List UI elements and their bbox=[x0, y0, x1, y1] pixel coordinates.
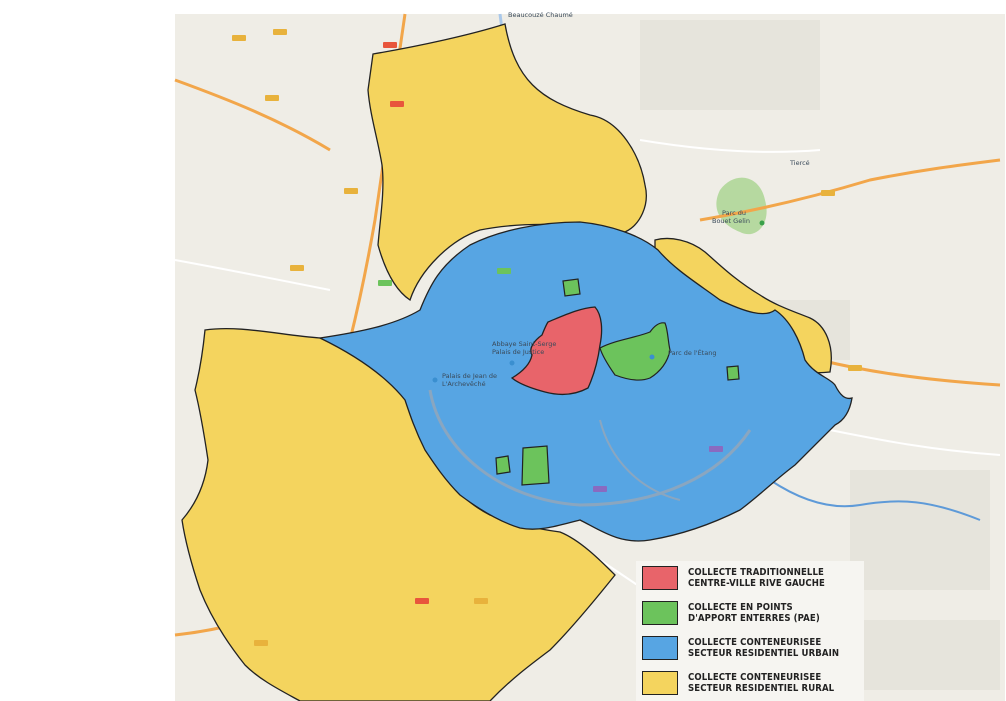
pae-zone-4 bbox=[521, 445, 550, 486]
legend-swatch-center bbox=[642, 566, 678, 590]
place-label-west-1: Palais de Jean de bbox=[442, 372, 497, 380]
place-label-northeast-1: Parc du bbox=[722, 209, 746, 217]
legend-label-line: COLLECTE TRADITIONNELLE bbox=[688, 567, 824, 578]
place-label-far-east: Tiercé bbox=[789, 159, 810, 167]
place-label-east: Parc de l'Étang bbox=[668, 348, 716, 357]
pin-center bbox=[509, 360, 515, 366]
map-pins bbox=[432, 220, 765, 383]
pin-east bbox=[649, 354, 655, 360]
legend-label-line: SECTEUR RESIDENTIEL RURAL bbox=[688, 683, 835, 694]
legend-swatch-rural bbox=[642, 671, 678, 695]
pae-zone-3 bbox=[726, 365, 740, 381]
legend-label-line: CENTRE-VILLE RIVE GAUCHE bbox=[688, 578, 826, 589]
legend-item-urban: COLLECTE CONTENEURISEE SECTEUR RESIDENTI… bbox=[636, 631, 864, 665]
legend-label-rural: COLLECTE CONTENEURISEE SECTEUR RESIDENTI… bbox=[688, 672, 863, 694]
legend-swatch-pae bbox=[642, 601, 678, 625]
place-label-center-2: Palais de Justice bbox=[492, 348, 544, 356]
legend-label-line: D'APPORT ENTERRES (PAE) bbox=[688, 613, 820, 624]
legend-swatch-urban bbox=[642, 636, 678, 660]
legend-label-pae: COLLECTE EN POINTS D'APPORT ENTERRES (PA… bbox=[688, 602, 863, 624]
place-label-northeast-2: Bouet Gelin bbox=[712, 217, 750, 225]
legend-label-line: COLLECTE CONTENEURISEE bbox=[688, 637, 822, 648]
pae-zone-1 bbox=[562, 278, 581, 297]
legend-item-pae: COLLECTE EN POINTS D'APPORT ENTERRES (PA… bbox=[636, 596, 864, 630]
base-map-details bbox=[640, 20, 1000, 690]
ring-road bbox=[428, 389, 752, 507]
pae-zone-2 bbox=[599, 322, 671, 381]
legend-label-urban: COLLECTE CONTENEURISEE SECTEUR RESIDENTI… bbox=[688, 637, 863, 659]
pae-zones[interactable] bbox=[495, 278, 740, 486]
center-zone[interactable] bbox=[510, 306, 603, 395]
pae-zone-5 bbox=[495, 455, 511, 475]
pin-northeast bbox=[759, 220, 765, 226]
place-label-north: Beaucouzé Chaumé bbox=[508, 11, 573, 19]
legend-item-center: COLLECTE TRADITIONNELLE CENTRE-VILLE RIV… bbox=[636, 561, 864, 595]
map-legend: COLLECTE TRADITIONNELLE CENTRE-VILLE RIV… bbox=[636, 561, 864, 701]
highway bbox=[599, 419, 681, 501]
legend-item-rural: COLLECTE CONTENEURISEE SECTEUR RESIDENTI… bbox=[636, 666, 864, 700]
river-east bbox=[769, 479, 981, 521]
legend-label-center: COLLECTE TRADITIONNELLE CENTRE-VILLE RIV… bbox=[688, 567, 863, 589]
forest-area bbox=[716, 177, 767, 235]
road-badges bbox=[232, 29, 862, 646]
legend-label-line: COLLECTE CONTENEURISEE bbox=[688, 672, 822, 683]
place-label-west-2: L'Archevêché bbox=[442, 380, 486, 388]
place-label-center-1: Abbaye Saint-Serge bbox=[492, 340, 556, 348]
legend-label-line: SECTEUR RESIDENTIEL URBAIN bbox=[688, 648, 840, 659]
legend-label-line: COLLECTE EN POINTS bbox=[688, 602, 793, 613]
rural-zone[interactable] bbox=[181, 23, 832, 701]
pin-west bbox=[432, 377, 438, 383]
